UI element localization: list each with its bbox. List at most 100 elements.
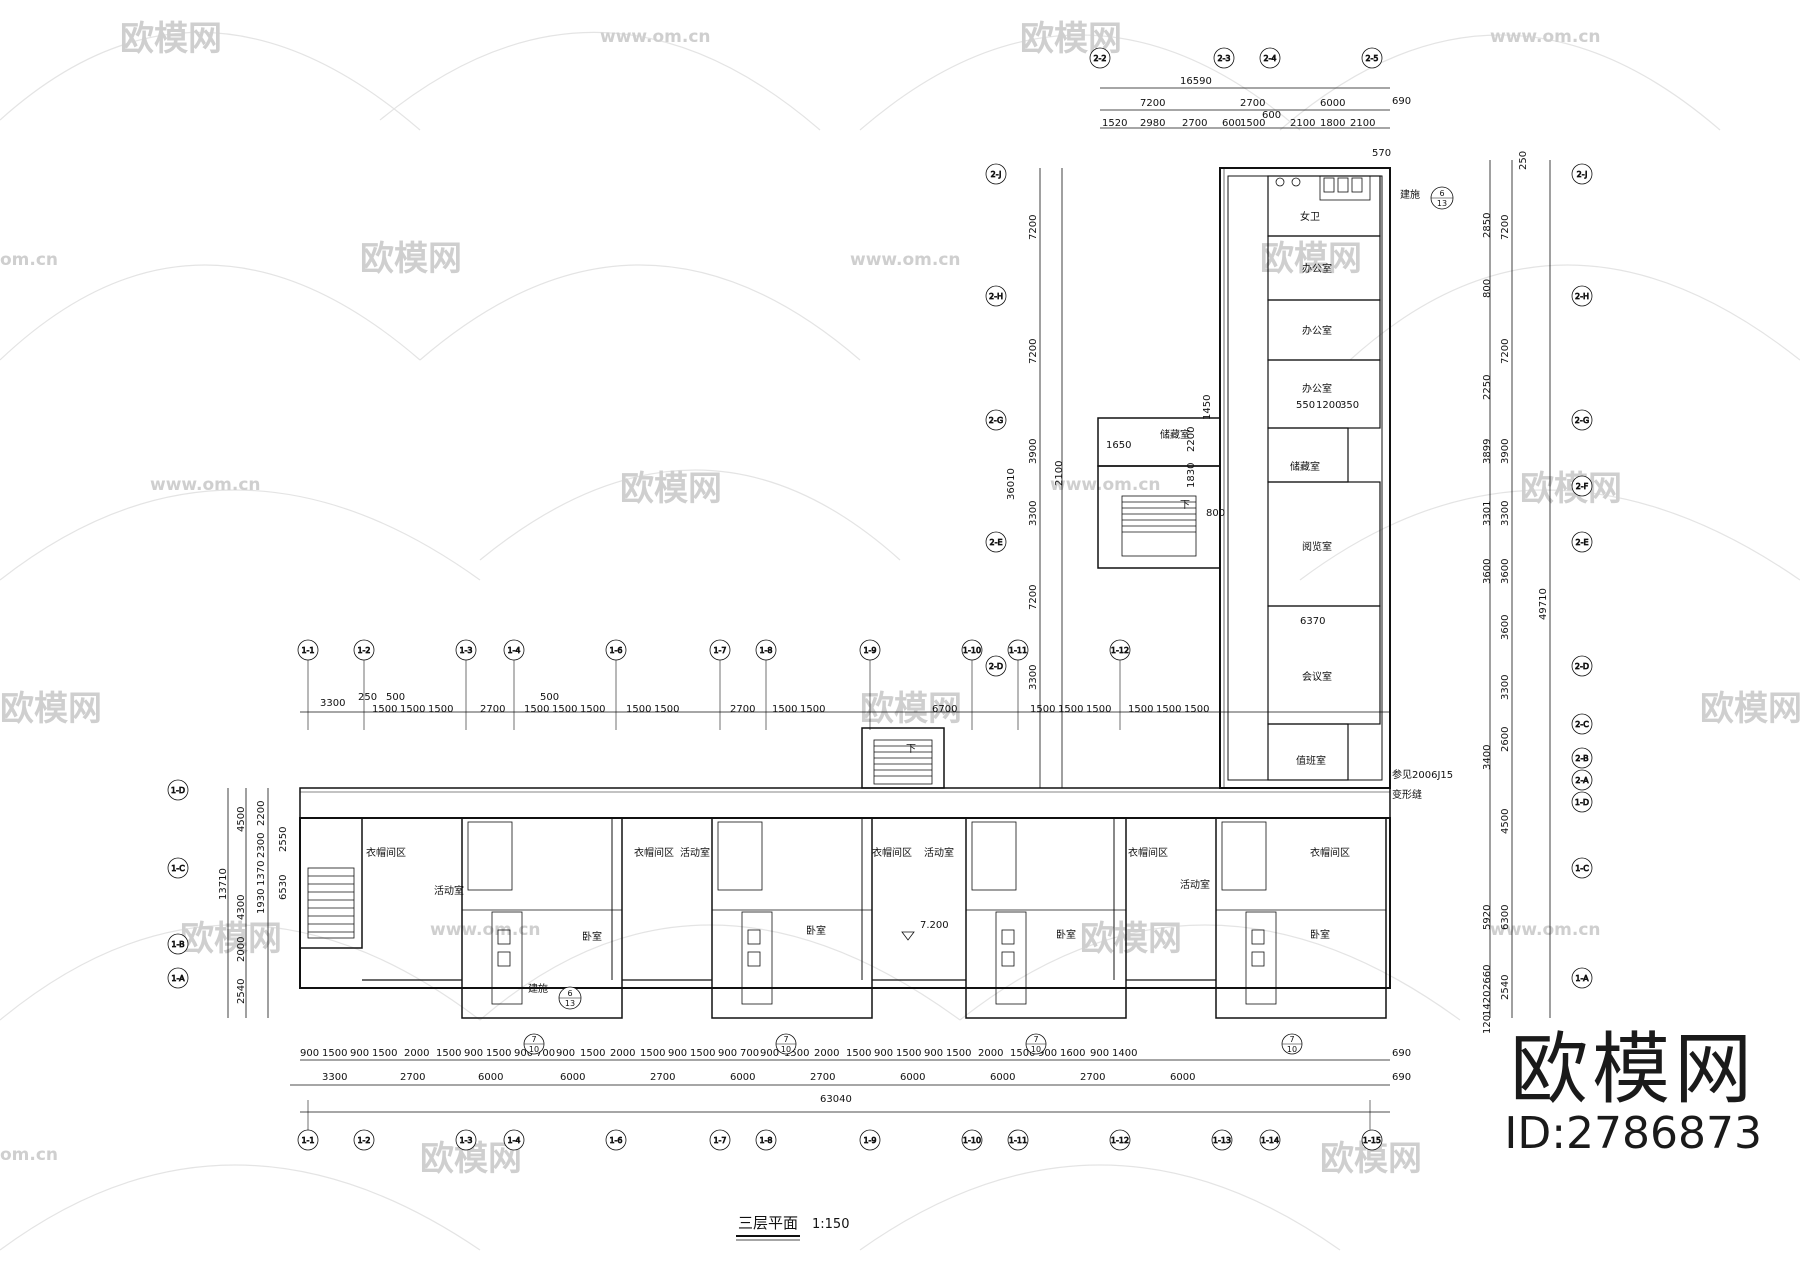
- grid-bubble: [961, 639, 983, 661]
- grid-bubble: [167, 933, 189, 955]
- dim-text: 2850: [1482, 213, 1493, 238]
- grid-label: 1-C: [171, 864, 185, 873]
- dim-text: 2200: [1186, 427, 1197, 452]
- room-label-office: 办公室: [1302, 324, 1332, 337]
- dim-text: 4300: [236, 895, 247, 920]
- dim-text: 1500: [486, 1048, 511, 1059]
- watermark-url: www.om.cn: [430, 920, 541, 940]
- dim-text: 1500: [1156, 704, 1181, 715]
- room-label-activity: 活动室: [680, 846, 710, 859]
- dim-text: 2540: [236, 979, 247, 1004]
- detail-sheet: 13: [1437, 199, 1447, 208]
- dim-text: 7200: [1028, 215, 1039, 240]
- detail-reference-label: 建施: [528, 982, 548, 995]
- room-label-activity: 活动室: [434, 884, 464, 897]
- dim-text: 600: [1222, 118, 1241, 129]
- detail-number: 6: [567, 989, 572, 998]
- dim-text: 2600: [1500, 727, 1511, 752]
- grid-label: 2-J: [991, 170, 1002, 179]
- dim-text: 900: [668, 1048, 687, 1059]
- grid-label: 1-3: [459, 1136, 472, 1145]
- room-label-bedroom: 卧室: [806, 924, 826, 937]
- detail-number: 7: [1033, 1035, 1038, 1044]
- dim-text: 2700: [650, 1072, 675, 1083]
- dim-text: 6370: [1300, 616, 1325, 627]
- stair-treads: [308, 501, 1196, 933]
- drawing-title: 三层平面: [738, 1214, 798, 1232]
- dim-text: 36010: [1006, 468, 1017, 500]
- dim-text: 1500: [580, 704, 605, 715]
- grid-label: 1-2: [357, 1136, 370, 1145]
- brand-watermark: 欧模网 ID:2786873: [1504, 1031, 1762, 1160]
- grid-label: 1-D: [171, 786, 185, 795]
- dim-text: 800: [1206, 508, 1225, 519]
- dim-text: 1830: [1186, 463, 1197, 488]
- grid-label: 2-3: [1217, 54, 1230, 63]
- toilet-fixtures: [497, 177, 1363, 967]
- watermark-logo: 欧模网: [180, 919, 282, 959]
- detail-sheet: 10: [529, 1045, 539, 1054]
- dim-text: 1500: [640, 1048, 665, 1059]
- grid-label: 1-9: [863, 646, 876, 655]
- dim-text: 1500: [1058, 704, 1083, 715]
- dim-text: 1500: [428, 704, 453, 715]
- room-label-bedroom: 卧室: [1310, 928, 1330, 941]
- watermark-logo: 欧模网: [1520, 469, 1622, 509]
- grid-bubble: [859, 639, 881, 661]
- dim-text: 570: [1372, 148, 1391, 159]
- dim-text: 2100: [1350, 118, 1375, 129]
- grid-bubble: [605, 1129, 627, 1151]
- dim-text: 2700: [1182, 118, 1207, 129]
- dim-text: 3600: [1500, 559, 1511, 584]
- dim-text: 1500: [800, 704, 825, 715]
- dim-text: 900: [874, 1048, 893, 1059]
- dim-text: 1650: [1106, 440, 1131, 451]
- grid-bubble: [755, 639, 777, 661]
- grid-bubble: [1109, 639, 1131, 661]
- grid-bubble: [1259, 1129, 1281, 1151]
- dim-text: 6000: [560, 1072, 585, 1083]
- grid-bubble: [1109, 1129, 1131, 1151]
- dim-text: 120: [1482, 1015, 1493, 1034]
- dim-text: 900: [760, 1048, 779, 1059]
- grid-label: 1-7: [713, 1136, 726, 1145]
- dim-text: 1420: [1482, 991, 1493, 1016]
- dim-text: 900: [464, 1048, 483, 1059]
- grid-label: 2-4: [1263, 54, 1276, 63]
- dim-text: 7200: [1028, 339, 1039, 364]
- dim-text: 49710: [1538, 588, 1549, 620]
- dim-text: 690: [1392, 1048, 1411, 1059]
- dim-text: 550: [1296, 400, 1315, 411]
- dim-text: 2200: [256, 801, 267, 826]
- dim-text: 6000: [1320, 98, 1345, 109]
- brand-id: ID:2786873: [1504, 1108, 1762, 1160]
- room-labels: 办公室 办公室 办公室 女卫 储藏室 储藏室 阅览室 会议室 值班室 衣帽间区 …: [366, 210, 1350, 943]
- dim-text: 3900: [1028, 439, 1039, 464]
- grid-label: 1-10: [963, 1136, 981, 1145]
- dim-text: 500: [386, 692, 405, 703]
- grid-label: 2-F: [1576, 482, 1589, 491]
- grid-bubble: [1571, 713, 1593, 735]
- dim-text: 2300: [256, 833, 267, 858]
- grid-bubble: [1571, 857, 1593, 879]
- room-label-office: 办公室: [1302, 262, 1332, 275]
- atlas-reference: 参见2006J15: [1392, 768, 1453, 781]
- dim-text: 900: [1090, 1048, 1109, 1059]
- room-label-duty: 值班室: [1296, 754, 1326, 767]
- grid-label: 1-8: [759, 1136, 772, 1145]
- dim-text: 1500: [846, 1048, 871, 1059]
- grid-label: 1-12: [1111, 1136, 1129, 1145]
- detail-reference-label: 建施: [1400, 188, 1420, 201]
- grid-bubble: [1571, 531, 1593, 553]
- room-label-toilet: 女卫: [1300, 210, 1320, 223]
- grid-bubble: [1571, 791, 1593, 813]
- grid-bubble: [1571, 285, 1593, 307]
- dim-text: 1500: [772, 704, 797, 715]
- dim-text: 7200: [1140, 98, 1165, 109]
- dim-text: 3300: [322, 1072, 347, 1083]
- dim-text: 900: [350, 1048, 369, 1059]
- grid-bubble: [353, 639, 375, 661]
- grid-label: 1-A: [171, 974, 185, 983]
- dim-text: 1500: [552, 704, 577, 715]
- dim-text: 690: [1392, 1072, 1411, 1083]
